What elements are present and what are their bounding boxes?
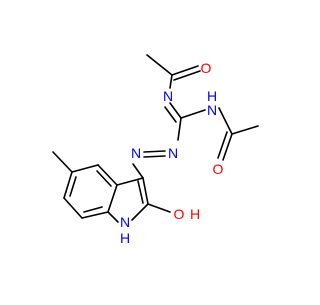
bond-c2-n1	[131, 203, 149, 221]
bond-azo-2	[143, 155, 166, 158]
atom-label-ring-n: N	[120, 214, 130, 230]
bond-carbonyl-o-right-1	[222, 133, 233, 161]
bond-c5-methyl	[52, 151, 73, 173]
molecule-structure-diagram: O N H N O N N O H N H	[52, 54, 259, 246]
bond-azo-c3	[132, 163, 144, 179]
bond-c7-c6	[63, 197, 83, 219]
atom-label-o-top: O	[201, 60, 212, 76]
molecule-svg: O N H N O N N O H N H	[52, 54, 259, 246]
bond-c7a-c7	[81, 211, 109, 219]
bond-central-nh	[180, 109, 206, 119]
bond-c3-c2-2	[137, 180, 144, 204]
atom-label-ring-h: H	[120, 230, 130, 246]
atom-label-h-amide: H	[207, 88, 217, 104]
bond-n-imine-central-2	[164, 106, 177, 123]
bond-c7-c7-inner	[83, 206, 103, 213]
bond-carbonyl-o-right-2	[217, 131, 228, 159]
bond-azo-1	[143, 150, 166, 153]
bond-methyl-carbonyl-top	[146, 54, 173, 76]
bond-n-imine-central-1	[169, 102, 182, 119]
atom-label-oh-o: O	[174, 206, 185, 222]
bond-c4-c3a-inner	[96, 170, 112, 187]
bond-c2-oh	[147, 203, 171, 213]
atom-label-n-azo-2: N	[131, 145, 141, 161]
bond-lines	[52, 54, 259, 223]
bond-nh-carbonyl-right	[218, 107, 233, 135]
bond-c3-c2-1	[142, 177, 149, 205]
bond-carbonyl-o-top-2	[173, 70, 201, 81]
bond-carbonyl-methyl-right	[231, 125, 259, 135]
bond-c4-c3a	[97, 164, 118, 186]
atom-labels: O N H N O N N O H N H	[120, 60, 224, 246]
bond-c3a-c7a	[107, 184, 118, 213]
bond-c6-c5	[63, 171, 73, 199]
atom-label-n-imine: N	[163, 88, 173, 104]
bond-carbonyl-o-top-1	[171, 65, 199, 76]
bond-c5-c4	[71, 164, 99, 173]
atom-label-n-azo-1: N	[168, 145, 178, 161]
atom-label-o-right: O	[213, 161, 224, 177]
bond-central-n-azo	[177, 117, 182, 141]
bond-carbonyl-n-imine	[169, 74, 173, 89]
bond-c3-c3a	[116, 177, 144, 186]
bond-n1-c7a	[107, 211, 119, 223]
atom-label-oh-h: H	[190, 206, 200, 222]
atom-label-nh-amide: N	[207, 102, 217, 118]
bond-c6-c5-inner	[69, 176, 77, 197]
